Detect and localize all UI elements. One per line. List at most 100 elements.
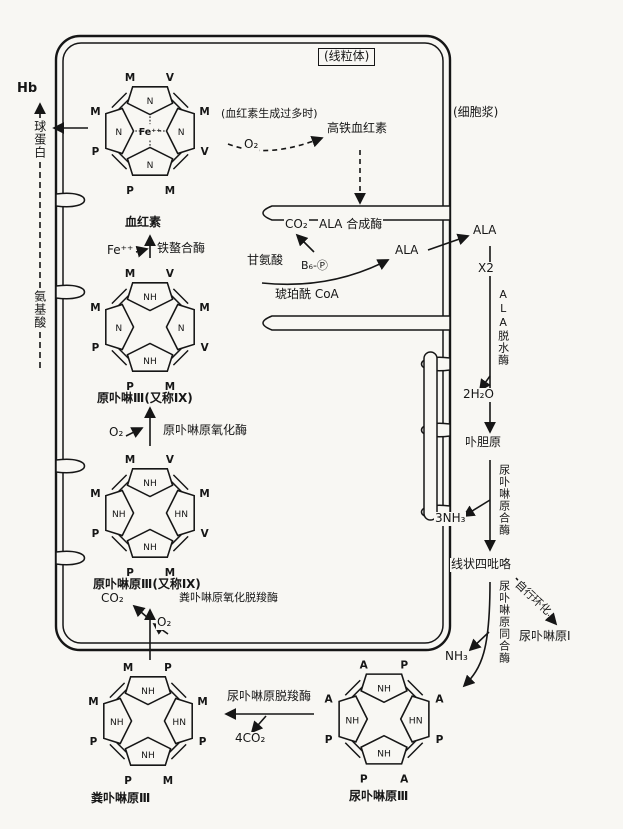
svg-text:M: M [90, 106, 100, 118]
svg-text:M: M [197, 696, 207, 708]
svg-text:P: P [400, 659, 408, 671]
ala-inner-label: ALA [394, 243, 420, 258]
arrow-glycine-succinylcoa-to-ala [261, 259, 390, 286]
co2-label-copro: CO₂ [100, 591, 125, 606]
svg-text:M: M [125, 454, 135, 466]
svg-text:NH: NH [143, 293, 157, 303]
water-label: 2H₂O [462, 387, 495, 402]
x2-label: X2 [477, 261, 495, 276]
hb-label: Hb [16, 81, 39, 97]
arrow-heme-to-methemoglobin [227, 135, 324, 152]
svg-text:NH: NH [377, 684, 391, 695]
svg-text:M: M [90, 302, 100, 314]
svg-text:M: M [123, 662, 133, 674]
svg-text:V: V [166, 72, 174, 84]
uro1-label: 尿卟啉原Ⅰ [518, 629, 572, 644]
svg-text:A: A [360, 659, 369, 671]
svg-text:NH: NH [141, 687, 155, 697]
mitochondria-label: (线粒体) [318, 48, 376, 66]
svg-text:P: P [124, 775, 132, 786]
heme-excess-note: (血红素生成过多时) [220, 107, 319, 121]
svg-text:NH: NH [143, 357, 157, 367]
svg-text:P: P [164, 662, 172, 674]
svg-text:NH: NH [110, 718, 124, 728]
nh3-label: NH₃ [444, 649, 469, 664]
proto-label: 原卟啉Ⅲ(又称Ⅸ) [96, 391, 194, 406]
arrow-4co2-release [250, 715, 267, 734]
svg-text:P: P [325, 734, 333, 746]
svg-text:Fe⁺⁺: Fe⁺⁺ [139, 127, 162, 138]
svg-text:HN: HN [172, 718, 186, 728]
amino-acid-label: 氨基酸 [31, 290, 47, 329]
svg-text:M: M [90, 488, 100, 500]
svg-text:NH: NH [141, 751, 155, 761]
succinyl-coa-label: 琥珀酰 CoA [274, 287, 340, 302]
svg-text:P: P [436, 734, 444, 746]
b6-phosphate-label: B₆-Ⓟ [300, 259, 329, 273]
svg-text:P: P [92, 146, 100, 158]
svg-text:P: P [126, 185, 134, 196]
svg-text:N: N [115, 324, 122, 334]
svg-text:NH: NH [143, 479, 157, 489]
fe2-label: Fe⁺⁺ [106, 243, 135, 258]
svg-text:P: P [92, 342, 100, 354]
svg-text:N: N [178, 128, 185, 138]
svg-text:V: V [201, 528, 209, 540]
membrane-outer [54, 34, 452, 652]
svg-text:M: M [199, 302, 209, 314]
svg-text:A: A [435, 694, 444, 706]
svg-text:M: M [125, 72, 135, 84]
cytoplasm-label: (细胞浆) [452, 105, 500, 120]
arrow-ala-export [427, 233, 470, 251]
nh3x3-label: 3NH₃ [434, 511, 467, 526]
membrane-inner [62, 42, 444, 644]
svg-text:NH: NH [345, 715, 359, 726]
svg-text:M: M [165, 185, 175, 196]
tetrapyrrole-label: 线状四吡咯 [450, 557, 513, 572]
ala-synthase-label: ALA 合成酶 [318, 217, 384, 232]
glycine-label: 甘氨酸 [246, 253, 285, 268]
svg-text:M: M [165, 567, 175, 578]
o2-label-protogen: O₂ [108, 425, 125, 440]
co2-label-alasynthase: CO₂ [284, 217, 309, 232]
arrow-co2-out-copro [132, 604, 149, 619]
copro3-label: 粪卟啉原Ⅲ [90, 791, 152, 806]
heme-label: 血红素 [124, 215, 163, 230]
o2-label-copro: O₂ [156, 615, 173, 630]
svg-text:N: N [115, 128, 122, 138]
arrow-tetrapyrrole-to-uro3 [462, 581, 491, 688]
svg-text:A: A [400, 774, 409, 785]
pbg-deaminase-label: 尿卟啉原合酶 [496, 464, 511, 536]
pbg-label: 卟胆原 [464, 435, 503, 450]
protogen-label: 原卟啉原Ⅲ(又称Ⅸ) [92, 577, 202, 592]
cristae [55, 192, 451, 566]
protogen-oxidase-label: 原卟啉原氧化酶 [162, 423, 249, 438]
svg-text:P: P [126, 567, 134, 578]
svg-text:P: P [199, 736, 207, 748]
arrow-co2-release-alasynthase [295, 233, 315, 253]
globin-label: 球蛋白 [31, 120, 47, 159]
svg-text:NH: NH [377, 749, 391, 760]
svg-text:P: P [90, 736, 98, 748]
svg-text:M: M [199, 488, 209, 500]
svg-text:M: M [165, 381, 175, 392]
svg-text:V: V [166, 454, 174, 466]
svg-text:N: N [147, 97, 154, 107]
uro3-label: 尿卟啉原Ⅲ [348, 789, 410, 804]
svg-text:V: V [201, 146, 209, 158]
svg-text:V: V [201, 342, 209, 354]
svg-text:M: M [163, 775, 173, 786]
co2x4-label: 4CO₂ [234, 731, 267, 746]
svg-text:P: P [360, 774, 368, 785]
svg-text:A: A [324, 694, 333, 706]
svg-text:N: N [147, 161, 154, 171]
svg-text:NH: NH [112, 510, 126, 520]
o2-label-heme: O₂ [243, 137, 260, 152]
svg-text:M: M [88, 696, 98, 708]
copro3-structure: NH HN NH NH M P M P M P P M [83, 656, 213, 786]
